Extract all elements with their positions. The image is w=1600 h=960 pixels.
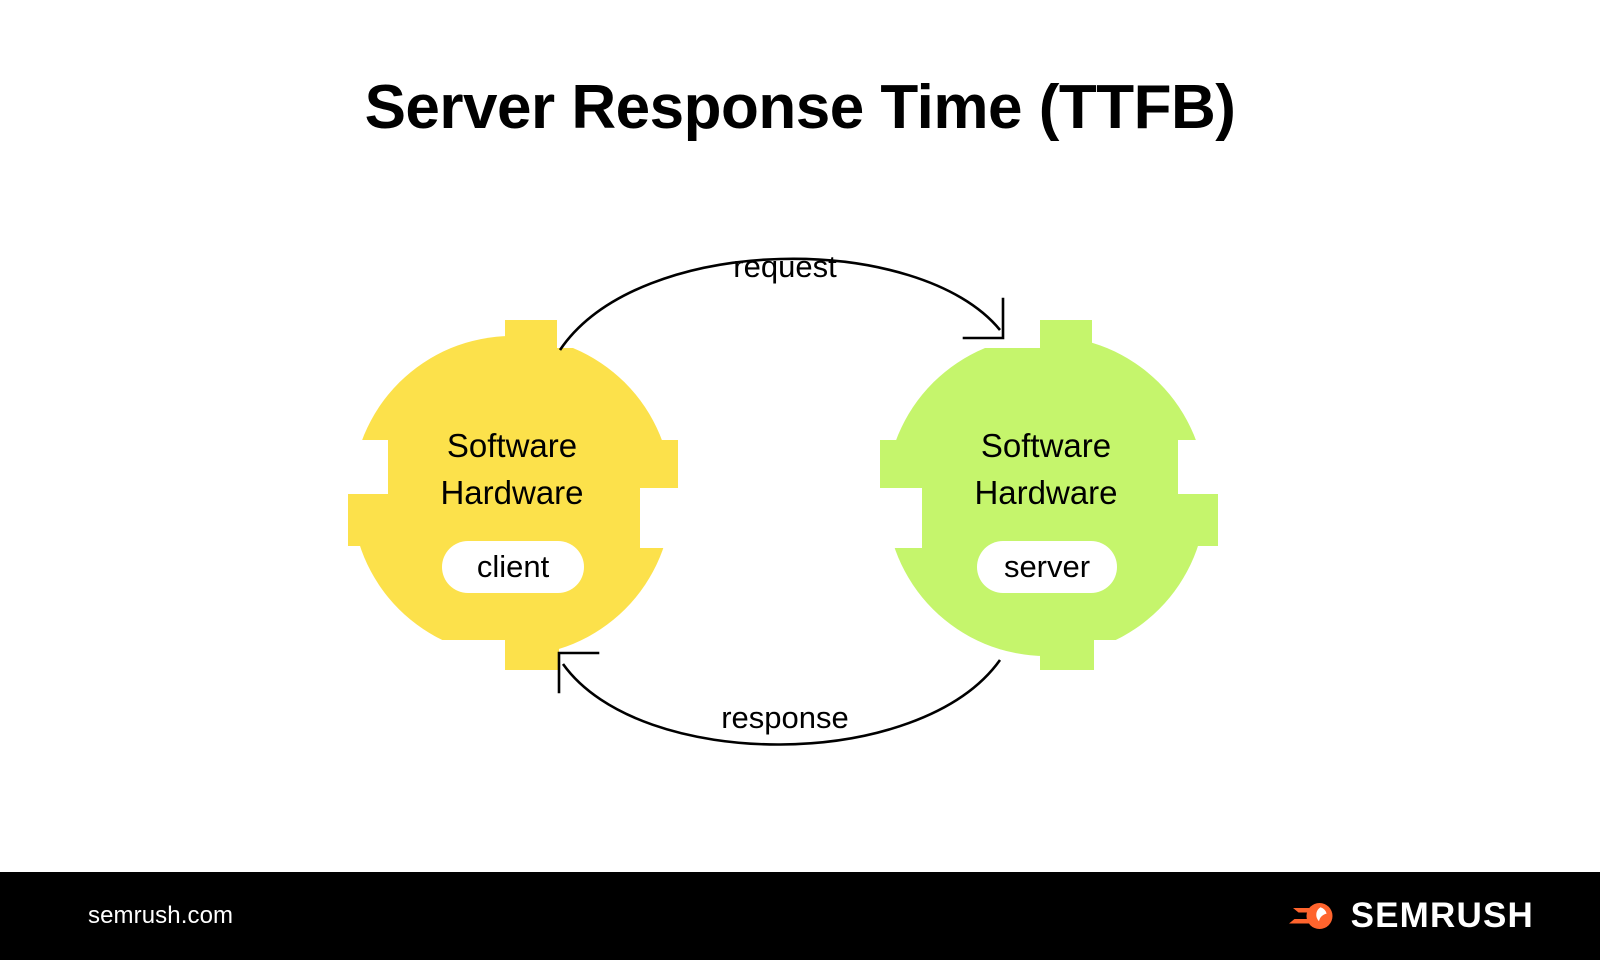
semrush-logo[interactable]: SEMRUSH xyxy=(1288,896,1534,936)
edge-label-request: request xyxy=(733,249,837,284)
server-pill-badge: server xyxy=(977,541,1117,593)
semrush-wordmark: SEMRUSH xyxy=(1350,896,1534,935)
footer-website-url[interactable]: semrush.com xyxy=(88,902,234,929)
server-circle-shape xyxy=(860,310,1240,690)
server-line-1: Software xyxy=(980,427,1112,464)
client-line-1: Software xyxy=(446,427,578,464)
edge-request xyxy=(558,257,1005,351)
response-arc-path xyxy=(561,659,1002,746)
client-node-label: Software Hardware xyxy=(362,422,662,516)
request-arc-path xyxy=(558,257,1002,351)
diagram-stage: Software Hardware client Software Hardwa… xyxy=(330,249,1240,746)
client-pill-badge: client xyxy=(442,541,584,593)
page-title: Server Response Time (TTFB) xyxy=(364,73,1236,142)
diagram-svg xyxy=(330,257,1240,746)
response-arrowhead xyxy=(557,651,600,694)
edge-label-response: response xyxy=(721,700,849,735)
server-line-2: Hardware xyxy=(974,474,1118,511)
request-arrowhead xyxy=(962,297,1005,340)
client-line-2: Hardware xyxy=(440,474,584,511)
footer-bar: semrush.com SEMRUSH xyxy=(0,872,1600,960)
server-node-label: Software Hardware xyxy=(896,422,1196,516)
node-server[interactable] xyxy=(860,310,1240,690)
node-client[interactable] xyxy=(330,310,710,690)
semrush-comet-icon xyxy=(1288,903,1333,929)
edge-response xyxy=(557,651,1002,746)
client-circle-shape xyxy=(330,310,710,690)
